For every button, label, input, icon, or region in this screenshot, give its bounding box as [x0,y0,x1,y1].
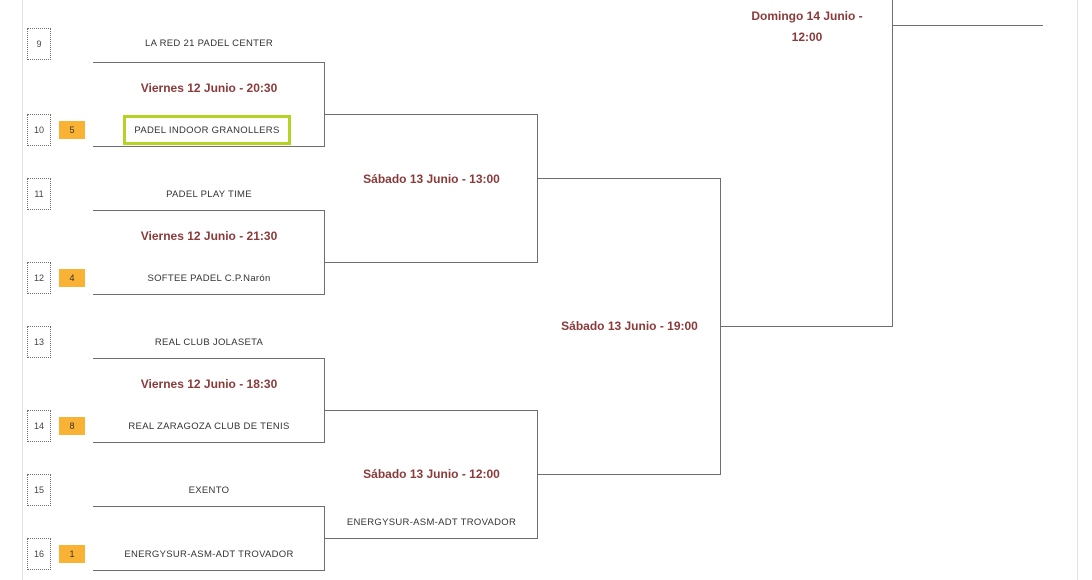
bracket-line [93,146,325,147]
bracket-line [537,410,538,539]
bracket-line [93,294,325,295]
seed-badge: 1 [59,545,85,563]
bracket-line [93,358,325,359]
seed-number: 11 [27,178,51,210]
seed-number: 9 [27,28,51,60]
team-name[interactable]: SOFTEE PADEL C.P.Narón [147,273,271,284]
match-time: Viernes 12 Junio - 18:30 [140,377,278,391]
bracket-line [325,262,538,263]
bracket-line [537,114,538,263]
bracket-line [93,210,325,211]
bracket-line [93,442,325,443]
bracket-line [325,114,538,115]
bracket-line [324,210,325,295]
seed-number: 15 [27,474,51,506]
seed-number: 14 [27,410,51,442]
bracket-line [324,62,325,147]
frame-right-border [1077,0,1078,580]
seed-number: 13 [27,326,51,358]
seed-badge: 8 [59,417,85,435]
seed-number: 12 [27,262,51,294]
seed-number: 10 [27,114,51,146]
bracket-line [538,178,721,179]
match-time: Viernes 12 Junio - 21:30 [140,229,278,243]
team-name[interactable]: REAL ZARAGOZA CLUB DE TENIS [128,421,290,432]
match-time: Sábado 13 Junio - 13:00 [363,172,500,186]
bracket-line [538,474,721,475]
team-name[interactable]: EXENTO [188,485,230,496]
frame-left-border [22,0,23,580]
bracket-line [324,506,325,571]
match-time: Sábado 13 Junio - 12:00 [363,467,500,481]
bracket-line [720,178,721,475]
match-time: Sábado 13 Junio - 19:00 [561,319,698,333]
bracket-line [93,62,325,63]
seed-badge: 5 [59,121,85,139]
match-time: 12:00 [791,30,823,44]
seed-number: 16 [27,538,51,570]
team-name[interactable]: PADEL PLAY TIME [166,189,252,200]
match-time: Viernes 12 Junio - 20:30 [140,81,278,95]
team-name[interactable]: ENERGYSUR-ASM-ADT TROVADOR [346,517,517,528]
bracket-line [325,410,538,411]
team-name[interactable]: ENERGYSUR-ASM-ADT TROVADOR [124,549,294,560]
team-name[interactable]: LA RED 21 PADEL CENTER [144,38,274,49]
bracket-line [324,358,325,443]
bracket-line [325,538,538,539]
bracket-line [93,570,325,571]
match-time: Domingo 14 Junio - [751,9,863,23]
team-name[interactable]: REAL CLUB JOLASETA [154,337,264,348]
bracket-line [893,25,1043,26]
bracket-line [892,0,893,327]
seed-badge: 4 [59,269,85,287]
bracket-line [93,506,325,507]
team-name-selected[interactable]: PADEL INDOOR GRANOLLERS [123,115,291,145]
bracket-line [721,326,893,327]
